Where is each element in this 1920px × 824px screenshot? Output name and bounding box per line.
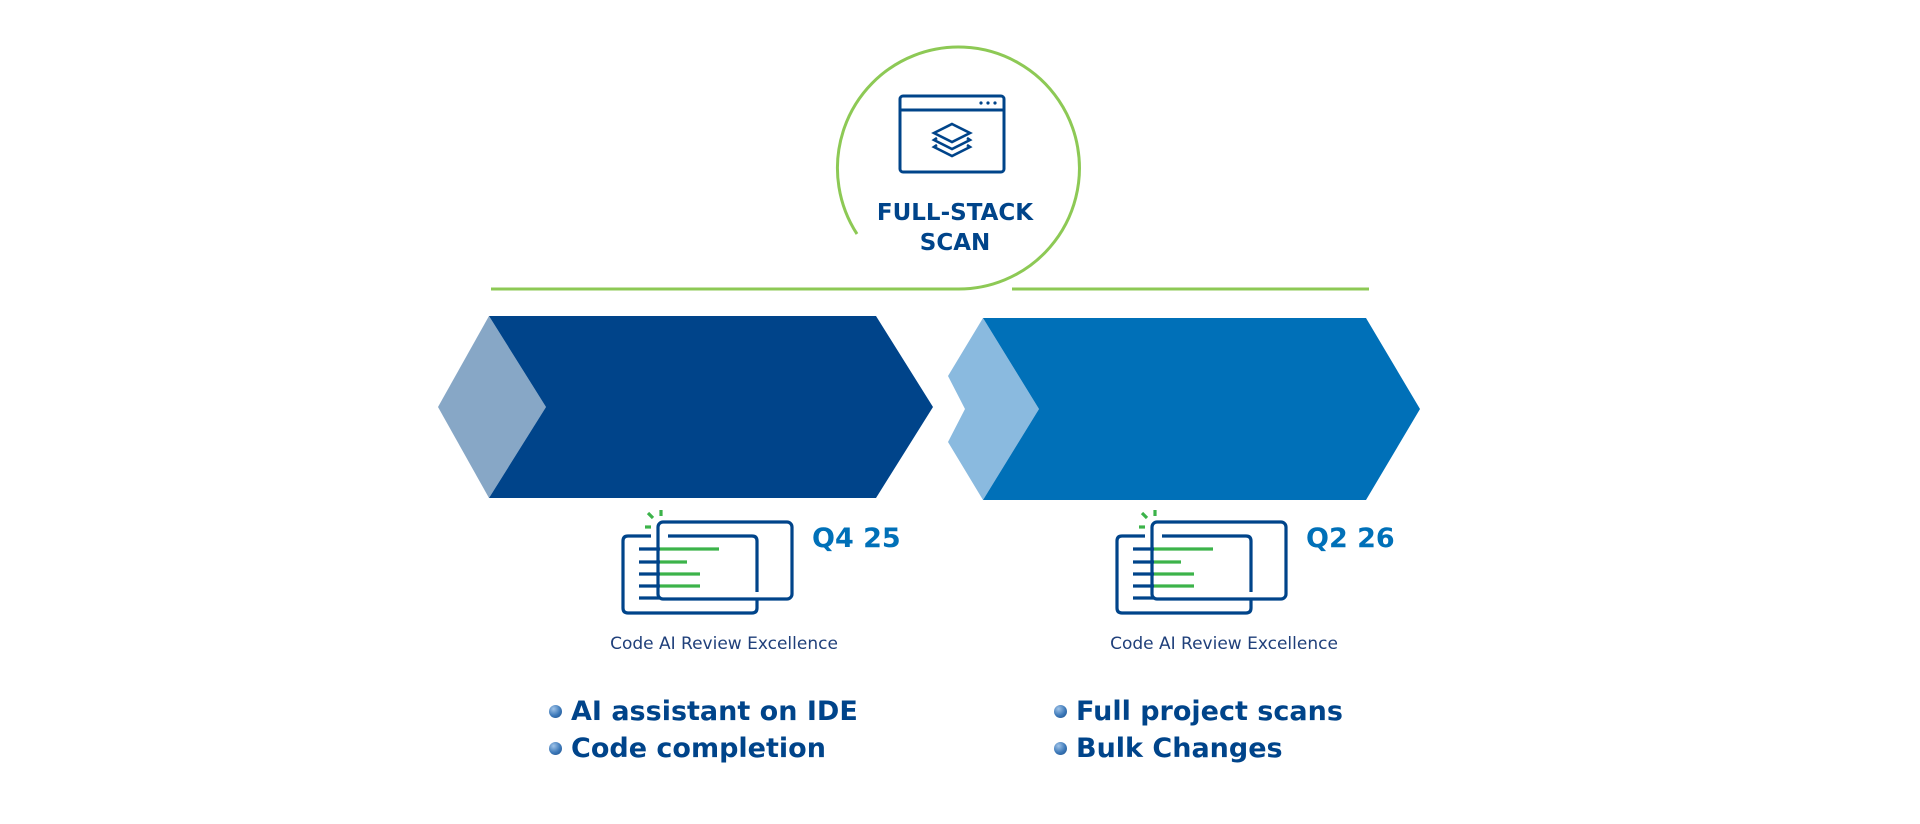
bullet-icon bbox=[1054, 705, 1067, 718]
phase-1-caption: Code AI Review Excellence bbox=[610, 634, 838, 654]
phase-2-caption: Code AI Review Excellence bbox=[1110, 634, 1338, 654]
timeline-connector bbox=[491, 45, 1369, 291]
browser-window-layers-icon bbox=[898, 94, 1006, 174]
phase-2-tail bbox=[948, 318, 1039, 500]
phase-1-quarter: Q4 25 bbox=[812, 523, 901, 554]
bullet-text: Full project scans bbox=[1076, 696, 1343, 727]
bullet-icon bbox=[549, 742, 562, 755]
phase-2-chevron bbox=[948, 318, 1420, 500]
code-review-windows-icon bbox=[621, 510, 794, 615]
phase-1-body bbox=[489, 316, 933, 498]
list-item: Bulk Changes bbox=[1054, 730, 1343, 767]
phase-2-body bbox=[983, 318, 1420, 500]
phase-1-bullet-list: AI assistant on IDE Code completion bbox=[549, 693, 858, 767]
bullet-text: AI assistant on IDE bbox=[571, 696, 858, 727]
list-item: Full project scans bbox=[1054, 693, 1343, 730]
bullet-icon bbox=[549, 705, 562, 718]
code-review-windows-icon bbox=[1115, 510, 1288, 615]
list-item: Code completion bbox=[549, 730, 858, 767]
header-circle-arc bbox=[835, 45, 1081, 291]
header-title-line-1: FULL-STACK bbox=[876, 200, 1034, 226]
bullet-text: Code completion bbox=[571, 733, 826, 764]
phase-2-bullet-list: Full project scans Bulk Changes bbox=[1054, 693, 1343, 767]
header-title: FULL-STACK SCAN bbox=[855, 198, 1055, 258]
header-title-line-2: SCAN bbox=[919, 230, 991, 256]
phase-1-chevron bbox=[438, 316, 933, 498]
list-item: AI assistant on IDE bbox=[549, 693, 858, 730]
bullet-icon bbox=[1054, 742, 1067, 755]
bullet-text: Bulk Changes bbox=[1076, 733, 1283, 764]
phase-2-quarter: Q2 26 bbox=[1306, 523, 1395, 554]
phase-1-tail bbox=[438, 316, 546, 498]
